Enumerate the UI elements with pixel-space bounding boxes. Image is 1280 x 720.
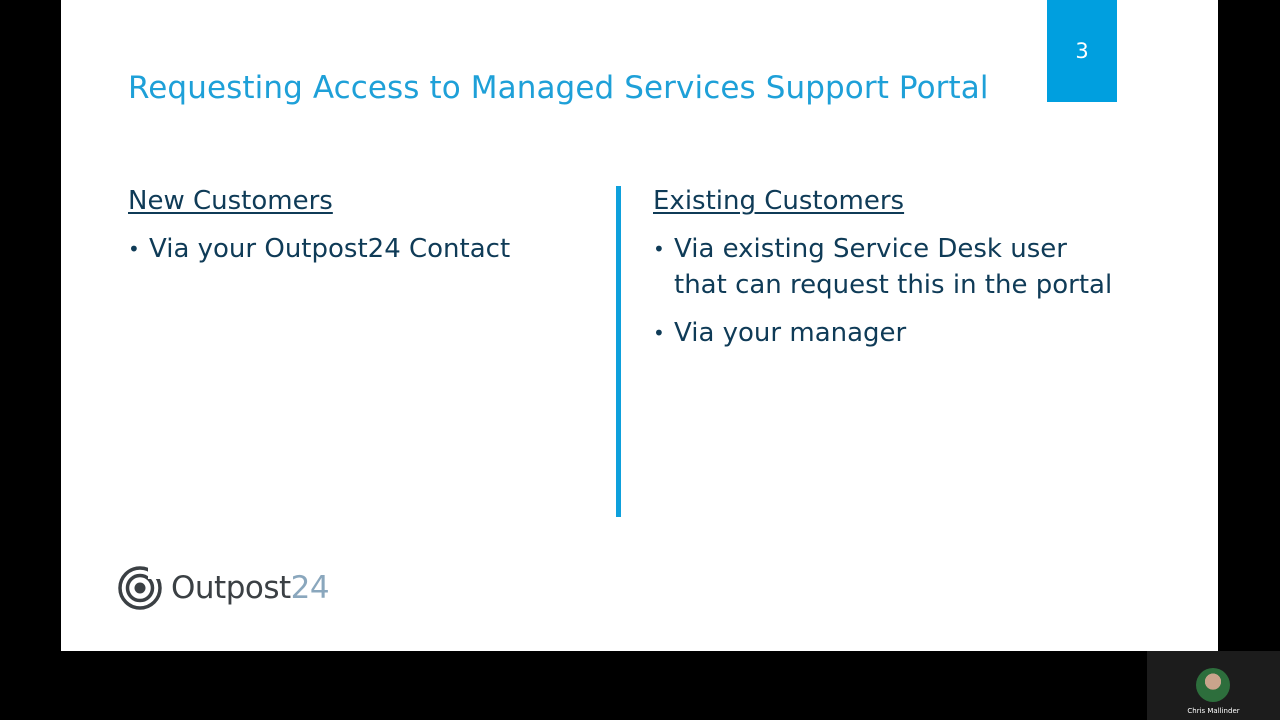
- bullet-dot-icon: •: [653, 321, 665, 345]
- column-divider: [616, 186, 621, 517]
- participant-video-tile[interactable]: Chris Mallinder: [1147, 651, 1280, 720]
- bullet-item: • Via your Outpost24 Contact: [128, 231, 598, 267]
- bullet-dot-icon: •: [128, 237, 140, 261]
- new-customers-column: New Customers • Via your Outpost24 Conta…: [128, 183, 598, 279]
- existing-customers-column: Existing Customers • Via existing Servic…: [653, 183, 1123, 363]
- existing-customers-heading: Existing Customers: [653, 186, 905, 216]
- slide-number: 3: [1047, 0, 1117, 102]
- participant-name: Chris Mallinder: [1187, 707, 1240, 715]
- presentation-slide: 3 Requesting Access to Managed Services …: [61, 0, 1218, 651]
- bullet-item: • Via your manager: [653, 315, 1123, 351]
- bullet-text: Via existing Service Desk user that can …: [674, 234, 1113, 300]
- slide-title: Requesting Access to Managed Services Su…: [128, 70, 989, 106]
- bullet-dot-icon: •: [653, 237, 665, 261]
- bullet-text: Via your manager: [674, 318, 907, 348]
- logo-wordmark: Outpost24: [171, 570, 330, 606]
- bullet-text: Via your Outpost24 Contact: [149, 234, 511, 264]
- target-logo-icon: [118, 566, 162, 610]
- bullet-item: • Via existing Service Desk user that ca…: [653, 231, 1123, 303]
- slide-number-text: 3: [1075, 39, 1089, 63]
- new-customers-heading: New Customers: [128, 186, 333, 216]
- new-customers-bullets: • Via your Outpost24 Contact: [128, 231, 598, 267]
- outpost24-logo: Outpost24: [117, 565, 330, 611]
- participant-avatar: [1196, 668, 1230, 702]
- logo-wordmark-part2: 24: [290, 570, 330, 606]
- logo-wordmark-part1: Outpost: [171, 570, 291, 606]
- existing-customers-bullets: • Via existing Service Desk user that ca…: [653, 231, 1123, 351]
